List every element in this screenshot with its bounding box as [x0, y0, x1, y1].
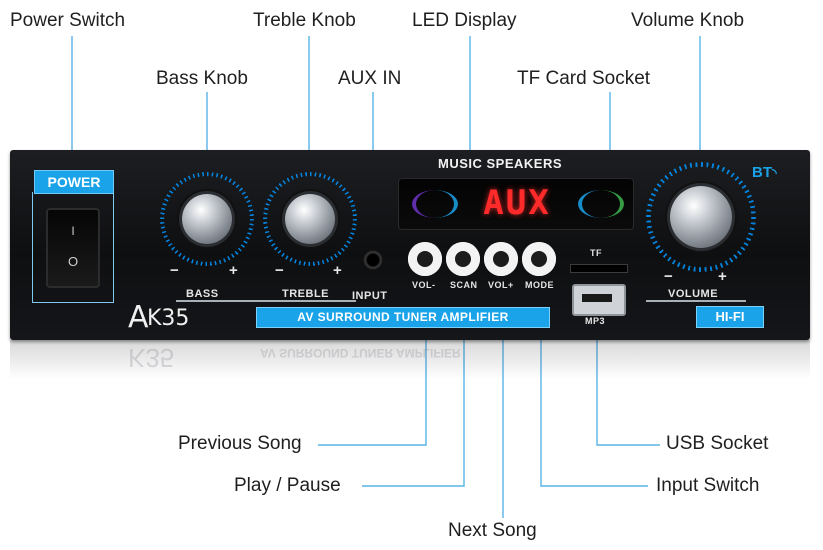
vol-plus-button[interactable] [484, 242, 518, 276]
led-bars-right [578, 190, 624, 218]
vol-minus-button[interactable] [408, 242, 442, 276]
power-switch-frame [32, 192, 114, 303]
wifi-icon: ◝ [772, 166, 777, 180]
amplifier-front-panel: POWER I O − + BASS − + TREBLE INPUT A K3… [10, 150, 810, 340]
power-switch[interactable]: I O [46, 208, 100, 288]
hifi-badge: HI-FI [696, 306, 764, 328]
led-display: AUX [398, 178, 634, 230]
treble-plus: + [333, 262, 342, 279]
bass-minus: − [170, 262, 179, 279]
leader-input-switch [540, 330, 648, 487]
volume-divider-line [646, 300, 746, 302]
bt-label: BT [752, 164, 772, 181]
model-prefix: A [128, 300, 149, 335]
treble-label: TREBLE [282, 288, 329, 300]
model-number: K35 [147, 306, 190, 331]
callout-treble-knob: Treble Knob [253, 10, 356, 31]
callout-next-song: Next Song [448, 520, 537, 541]
bass-label: BASS [186, 288, 219, 300]
bass-plus: + [229, 262, 238, 279]
volume-label: VOLUME [668, 288, 719, 300]
volume-plus: + [718, 268, 727, 285]
music-speakers-label: MUSIC SPEAKERS [438, 156, 563, 171]
vol-plus-label: VOL+ [488, 280, 514, 290]
usb-tongue [582, 294, 612, 302]
led-text: AUX [483, 183, 551, 223]
bass-knob[interactable] [182, 194, 232, 244]
usb-socket[interactable] [572, 284, 626, 316]
leader-play [362, 330, 465, 487]
switch-on-mark: I [71, 224, 75, 238]
callout-bass-knob: Bass Knob [156, 68, 248, 89]
switch-off-mark: O [67, 254, 79, 269]
callout-volume-knob: Volume Knob [631, 10, 745, 31]
callout-usb-socket: USB Socket [666, 433, 769, 454]
treble-knob[interactable] [285, 194, 335, 244]
volume-minus: − [664, 268, 673, 285]
scan-label: SCAN [450, 280, 478, 290]
reflection-banner: AV SURROUND TUNER AMPLIFIER [260, 346, 461, 360]
led-bars-left [412, 190, 458, 218]
power-label: POWER [34, 170, 114, 194]
vol-minus-label: VOL- [412, 280, 436, 290]
panel-reflection: K35 AV SURROUND TUNER AMPLIFIER [10, 340, 810, 380]
input-label: INPUT [352, 290, 388, 302]
treble-minus: − [275, 262, 284, 279]
amplifier-banner: AV SURROUND TUNER AMPLIFIER [256, 307, 550, 328]
aux-input-jack[interactable] [363, 250, 383, 270]
bt-indicator: BT◝ [752, 164, 777, 181]
callout-led-display: LED Display [412, 10, 517, 31]
scan-button[interactable] [446, 242, 480, 276]
reflection-model: K35 [128, 343, 175, 373]
callout-play-pause: Play / Pause [234, 475, 341, 496]
mode-button[interactable] [522, 242, 556, 276]
leader-previous [318, 330, 427, 446]
callout-input-switch: Input Switch [656, 475, 760, 496]
callout-tf-card-socket: TF Card Socket [517, 68, 651, 89]
callout-aux-in: AUX IN [338, 68, 402, 89]
knob-divider-line [176, 300, 356, 302]
mp3-label: MP3 [585, 316, 606, 326]
tf-label: TF [590, 248, 602, 258]
callout-power-switch: Power Switch [10, 10, 126, 31]
leader-usb [596, 330, 660, 446]
volume-knob[interactable] [670, 186, 732, 248]
tf-card-socket[interactable] [570, 264, 628, 273]
mode-label: MODE [525, 280, 554, 290]
callout-previous-song: Previous Song [178, 433, 302, 454]
